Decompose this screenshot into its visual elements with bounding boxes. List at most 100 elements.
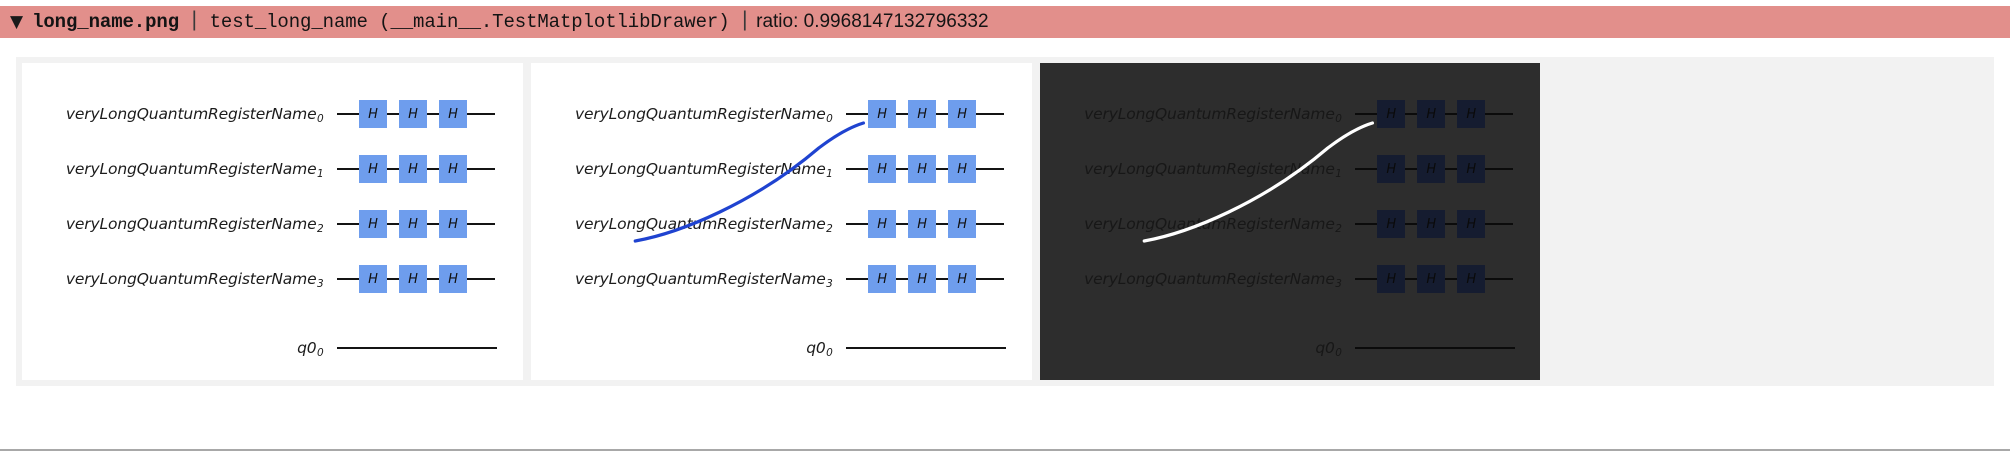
register-label: veryLongQuantumRegisterName1 <box>1084 160 1342 180</box>
gate-h[interactable]: H <box>1457 265 1486 293</box>
gate-h[interactable]: H <box>908 210 937 238</box>
gate-h[interactable]: H <box>868 265 897 293</box>
wire-segment <box>467 113 495 115</box>
gate-h[interactable]: H <box>439 210 467 238</box>
wire-segment <box>387 278 399 280</box>
register-label: veryLongQuantumRegisterName1 <box>65 160 324 180</box>
register-label: veryLongQuantumRegisterName3 <box>65 270 324 290</box>
register-label: veryLongQuantumRegisterName2 <box>575 215 833 235</box>
gate-h[interactable]: H <box>948 265 977 293</box>
wire-segment <box>387 113 399 115</box>
wire-segment <box>846 278 869 280</box>
triangle-down-icon[interactable]: ▼ <box>10 11 24 32</box>
result-header-bar[interactable]: ▼ long_name.png | test_long_name (__main… <box>0 6 2010 38</box>
circuit-row: veryLongQuantumRegisterName3 H H H <box>22 265 523 293</box>
gate-h[interactable]: H <box>359 155 387 183</box>
wire-segment <box>846 347 1007 349</box>
gate-h[interactable]: H <box>1457 155 1486 183</box>
test-name: test_long_name (__main__.TestMatplotlibD… <box>209 11 730 33</box>
gate-h[interactable]: H <box>908 100 937 128</box>
gate-h[interactable]: H <box>1377 155 1406 183</box>
image-comparison-container: veryLongQuantumRegisterName0 H H H ve <box>16 57 1994 386</box>
image-filename: long_name.png <box>32 11 180 33</box>
gate-h[interactable]: H <box>1457 100 1486 128</box>
circuit-wire: H H H <box>846 265 1032 293</box>
gate-h[interactable]: H <box>868 210 897 238</box>
wire-segment <box>846 113 869 115</box>
gate-h[interactable]: H <box>399 210 427 238</box>
gate-h[interactable]: H <box>399 265 427 293</box>
circuit-wire: H H H <box>846 155 1032 183</box>
wire-segment <box>337 347 497 349</box>
gate-h[interactable]: H <box>359 265 387 293</box>
circuit-wire: H H H <box>337 210 523 238</box>
ratio-label: ratio: 0.9968147132796332 <box>756 11 989 32</box>
wire-segment <box>976 278 1005 280</box>
result-image-panel[interactable]: veryLongQuantumRegisterName0 H H H ve <box>531 63 1033 380</box>
wire-segment <box>387 223 399 225</box>
register-label: veryLongQuantumRegisterName2 <box>65 215 324 235</box>
wire-segment <box>467 278 495 280</box>
gate-h[interactable]: H <box>948 210 977 238</box>
gate-h[interactable]: H <box>439 100 467 128</box>
register-label: veryLongQuantumRegisterName0 <box>1084 105 1342 125</box>
gate-h[interactable]: H <box>868 155 897 183</box>
gate-h[interactable]: H <box>439 265 467 293</box>
wire-segment <box>936 113 949 115</box>
quantum-circuit-diagram-baseline: veryLongQuantumRegisterName0 H H H ve <box>22 63 523 380</box>
wire-segment <box>387 168 399 170</box>
section-divider <box>0 449 2010 451</box>
wire-segment <box>1355 168 1378 170</box>
wire-segment <box>1355 278 1378 280</box>
gate-h[interactable]: H <box>359 210 387 238</box>
circuit-row: q00 <box>531 335 1032 361</box>
gate-h[interactable]: H <box>1417 210 1446 238</box>
difference-image-panel[interactable]: veryLongQuantumRegisterName0 H H H ve <box>1040 63 1541 380</box>
quantum-circuit-diagram-result: veryLongQuantumRegisterName0 H H H ve <box>531 63 1032 380</box>
circuit-wire <box>337 335 523 361</box>
gate-h[interactable]: H <box>1417 155 1446 183</box>
wire-segment <box>976 168 1005 170</box>
header-separator-2: | <box>738 9 752 33</box>
gate-h[interactable]: H <box>908 155 937 183</box>
register-label: veryLongQuantumRegisterName0 <box>575 105 833 125</box>
wire-segment <box>427 278 439 280</box>
circuit-row: veryLongQuantumRegisterName1 H H H <box>1040 155 1540 183</box>
header-separator-1: | <box>188 9 201 33</box>
wire-segment <box>1405 223 1418 225</box>
circuit-row: q00 <box>22 335 523 361</box>
circuit-wire: H H H <box>1355 155 1540 183</box>
circuit-wire: H H H <box>337 155 523 183</box>
circuit-wire: H H H <box>1355 265 1540 293</box>
wire-segment <box>1355 223 1378 225</box>
register-label: q00 <box>1315 339 1342 359</box>
register-label: veryLongQuantumRegisterName2 <box>1084 215 1342 235</box>
wire-segment <box>1405 113 1418 115</box>
gate-h[interactable]: H <box>399 155 427 183</box>
gate-h[interactable]: H <box>1377 100 1406 128</box>
gate-h[interactable]: H <box>1457 210 1486 238</box>
circuit-row: veryLongQuantumRegisterName0 H H H <box>1040 100 1540 128</box>
wire-segment <box>1405 168 1418 170</box>
gate-h[interactable]: H <box>948 100 977 128</box>
gate-h[interactable]: H <box>948 155 977 183</box>
wire-segment <box>337 113 359 115</box>
gate-h[interactable]: H <box>439 155 467 183</box>
gate-h[interactable]: H <box>1377 210 1406 238</box>
wire-segment <box>1445 113 1458 115</box>
gate-h[interactable]: H <box>908 265 937 293</box>
wire-segment <box>1355 347 1516 349</box>
register-label: veryLongQuantumRegisterName1 <box>575 160 833 180</box>
circuit-wire: H H H <box>337 100 523 128</box>
gate-h[interactable]: H <box>1417 100 1446 128</box>
gate-h[interactable]: H <box>359 100 387 128</box>
gate-h[interactable]: H <box>399 100 427 128</box>
wire-segment <box>1485 278 1514 280</box>
wire-segment <box>467 168 495 170</box>
wire-segment <box>337 223 359 225</box>
gate-h[interactable]: H <box>868 100 897 128</box>
gate-h[interactable]: H <box>1377 265 1406 293</box>
gate-h[interactable]: H <box>1417 265 1446 293</box>
wire-segment <box>427 223 439 225</box>
baseline-image-panel[interactable]: veryLongQuantumRegisterName0 H H H ve <box>22 63 524 380</box>
